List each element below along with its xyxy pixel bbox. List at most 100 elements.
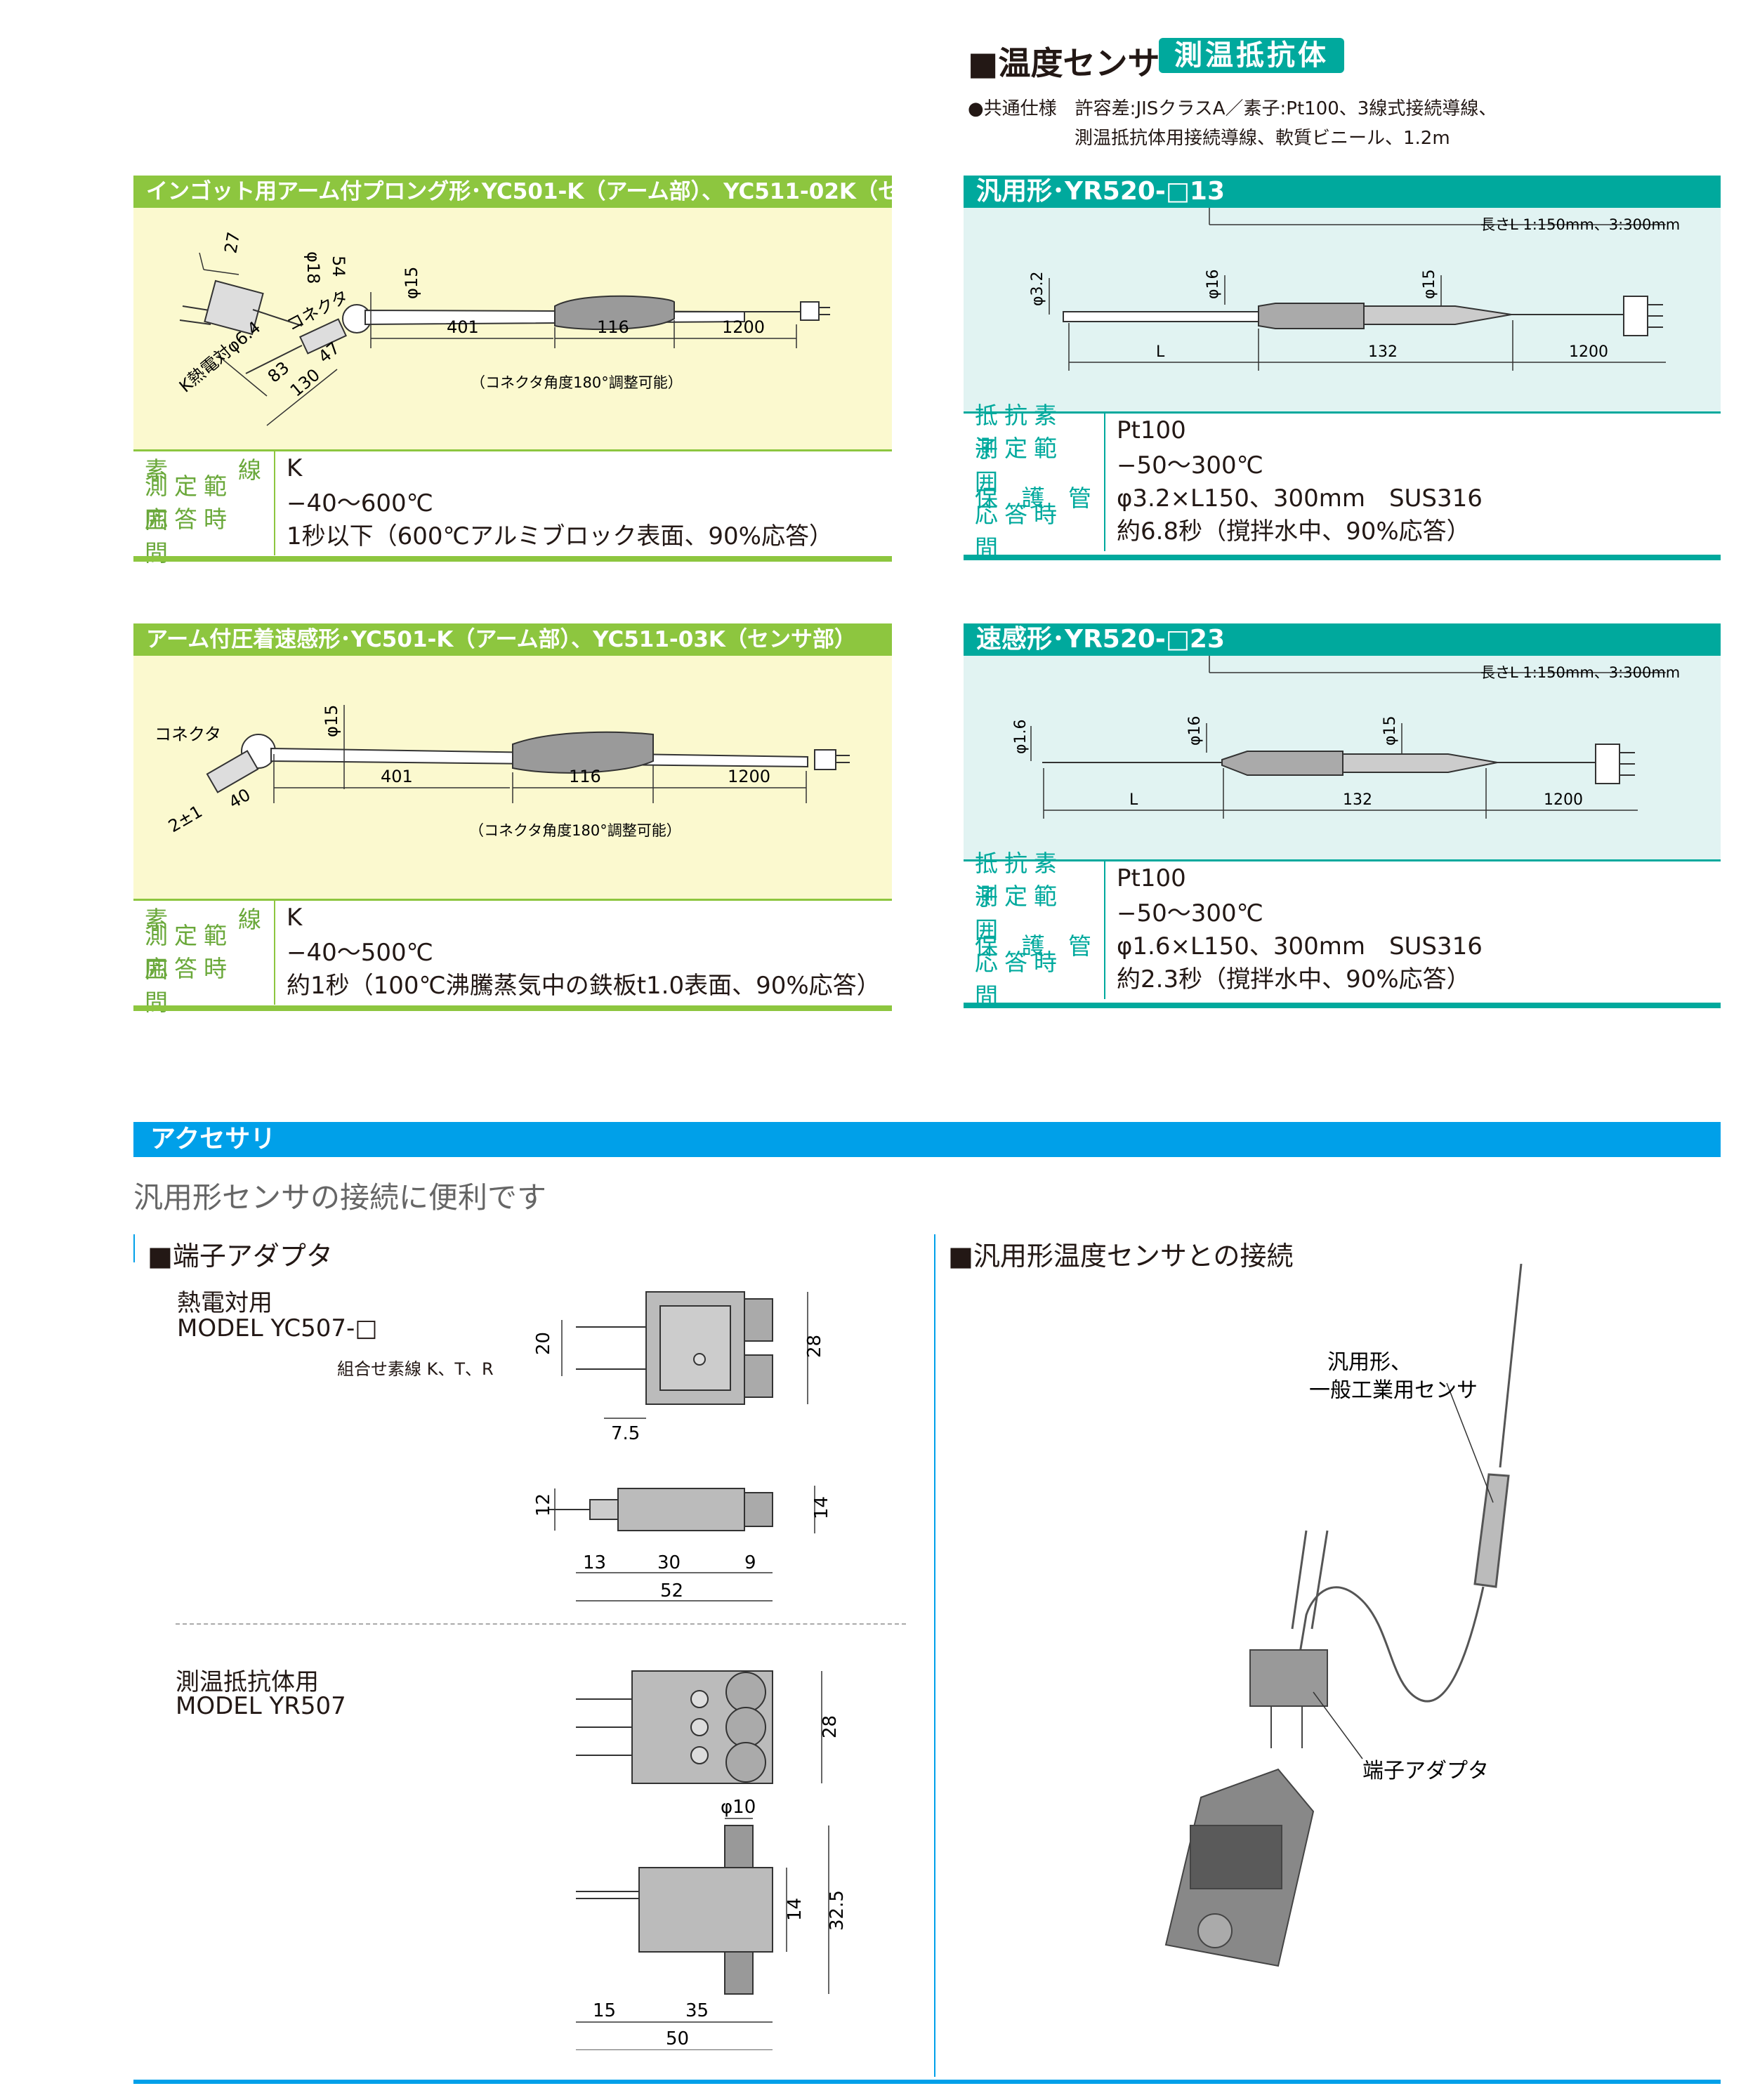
panel4-rule-bottom [964,1003,1721,1008]
footer-rule [133,2080,1721,2084]
dim-L: L [1156,343,1165,361]
dim-52: 52 [660,1580,683,1602]
dim-132: 132 [1368,343,1398,361]
spec-value: −40～500℃ [287,939,433,967]
connection-illustration-wrap: 汎用形、 一般工業用センサ 端子アダプタ [1124,1263,1559,1973]
panel4-spec-divider [1104,861,1105,999]
dim-20: 20 [534,1332,554,1355]
dim-phi-tip: φ3.2 [1029,272,1046,307]
spec-label: 抵抗素子 [975,401,1063,463]
spec-value: Pt100 [1117,416,1186,444]
spec-value: φ1.6×L150、300mm SUS316 [1117,932,1483,960]
panel2-diagram: コネクタ φ15 401 116 1200 40 2±1 （コネクタ角度180°… [133,656,892,899]
dim-401: 401 [381,767,413,786]
spec-label: 応答時間 [145,505,233,567]
panel1-diagram: 27 54 φ18 φ15 コネクタ K熱電対φ6.4 47 83 130 40… [133,208,892,449]
dim-132: 132 [1343,791,1372,809]
panel1-note: （コネクタ角度180°調整可能） [471,374,683,391]
panel2-rule-top [133,899,892,901]
dim-13: 13 [583,1552,606,1573]
dim-28: 28 [804,1335,825,1358]
common-spec-line2: 測温抵抗体用接続導線、軟質ビニール、1.2m [1075,128,1450,149]
dim-14: 14 [811,1496,832,1519]
dim-1200: 1200 [722,317,765,337]
adapter-callout: 端子アダプタ [1362,1759,1489,1783]
dim-phi16: φ16 [1204,269,1222,299]
column-divider [934,1234,935,2077]
dim-116: 116 [597,317,629,337]
panel4-title: 速感形･YR520-□23 [964,623,1721,656]
sensor-callout-line1: 汎用形、 [1327,1350,1412,1375]
panel1-drawing: 27 54 φ18 φ15 コネクタ K熱電対φ6.4 47 83 130 40… [176,230,830,426]
dim-phi15: φ15 [1381,715,1399,746]
dim-12: 12 [534,1493,554,1517]
panel2-note: （コネクタ角度180°調整可能） [469,822,681,839]
dim-phi-tip: φ1.6 [1012,720,1030,755]
panel3-drawing: 長さL 1:150mm、3:300mm φ3.2 φ16 φ15 L 132 1… [1029,208,1680,371]
spec-label: 応答時間 [975,500,1063,562]
dim-40: 40 [225,785,254,813]
panel3-title: 汎用形･YR520-□13 [964,176,1721,208]
dim-2pm1: 2±1 [165,802,206,837]
dim-27: 27 [221,230,244,255]
spec-label: 測定範囲 [975,434,1063,496]
k-wire-label: K熱電対φ6.4 [176,317,265,397]
section-title: ■温度センサ [968,44,1160,82]
dim-L: L [1129,791,1138,809]
spec-label: 抵抗素子 [975,849,1063,911]
sensor-callout-line2: 一般工業用センサ [1309,1378,1478,1403]
rtd-adapter-model: MODEL YR507 [176,1692,346,1720]
dim-1200: 1200 [1544,791,1583,809]
panel4-rule-top [964,859,1721,861]
spec-label: 測定範囲 [145,921,233,983]
terminal-adapter-heading: ■端子アダプタ [147,1241,333,1272]
panel3-rule-top [964,411,1721,414]
spec-label: 応答時間 [975,948,1063,1010]
spec-value: −50～300℃ [1117,451,1263,480]
rtd-adapter-drawing: 28 φ10 14 32.5 15 35 50 [576,1670,848,2051]
spec-label: 測定範囲 [975,882,1063,944]
panel3-rule-bottom [964,555,1721,560]
spec-value: 約6.8秒（撹拌水中、90%応答） [1117,517,1471,546]
panel1-rule-bottom [133,556,892,562]
dim-30: 30 [657,1552,681,1573]
panel2-drawing: コネクタ φ15 401 116 1200 40 2±1 （コネクタ角度180°… [155,705,850,839]
dim-phi15: φ15 [402,267,421,299]
dim-50: 50 [666,2028,689,2049]
dim-28: 28 [820,1715,841,1738]
panel4-diagram: 長さL 1:150mm、3:300mm φ1.6 φ16 φ15 L 132 1… [964,656,1721,859]
dim-54: 54 [329,256,348,277]
dim-130: 130 [287,365,324,401]
common-spec-line1: ●共通仕様 許容差:JISクラスA／素子:Pt100、3線式接続導線、 [968,98,1497,119]
dim-14: 14 [784,1898,806,1921]
spec-value: 1秒以下（600℃アルミブロック表面、90%応答） [287,522,833,550]
panel3-length-note: 長さL 1:150mm、3:300mm [1480,216,1680,233]
left-column-marker [133,1234,135,1262]
spec-label: 応答時間 [145,954,233,1016]
panel2-rule-bottom [133,1005,892,1011]
dim-phi10: φ10 [721,1797,756,1818]
spec-label: 保護管 [975,932,1091,960]
dashed-divider [176,1623,906,1625]
dim-1200: 1200 [1569,343,1608,361]
spec-value: φ3.2×L150、300mm SUS316 [1117,484,1483,513]
connection-illustration: 汎用形、 一般工業用センサ 端子アダプタ [1164,1263,1523,1967]
rtd-adapter-label: 測温抵抗体用 [176,1668,319,1696]
spec-value: −50～300℃ [1117,899,1263,927]
spec-label: 素線 [145,456,261,484]
tc-adapter-model: MODEL YC507-□ [177,1314,378,1342]
panel2-spec-divider [274,901,275,1005]
accessory-bar: アクセサリ [133,1122,1721,1157]
panel2-title: アーム付圧着速感形･YC501-K（アーム部）、YC511-03K（センサ部） [133,623,892,656]
rtd-adapter-drawing-wrap: 28 φ10 14 32.5 15 35 50 [562,1657,871,2051]
dim-32-5: 32.5 [827,1890,848,1931]
spec-value: K [287,454,303,482]
dim-1200: 1200 [728,767,770,786]
panel1-title: インゴット用アーム付プロング形･YC501-K（アーム部）、YC511-02K（… [133,176,892,208]
spec-label: 素線 [145,905,261,933]
panel1-spec-divider [274,451,275,555]
panel4-drawing: 長さL 1:150mm、3:300mm φ1.6 φ16 φ15 L 132 1… [1012,656,1680,819]
